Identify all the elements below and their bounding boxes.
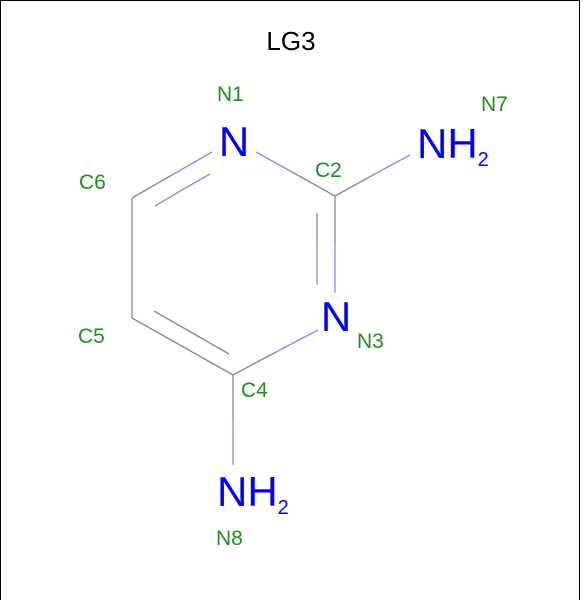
label-n3: N3 [357,330,384,353]
label-n7: N7 [481,93,508,116]
element-symbols: N N NH2 NH2 [217,118,489,519]
bond-c4-c5-inner [153,310,230,355]
bond-n1-c2-b [291,171,336,197]
atom-n3-symbol: N [321,293,351,340]
atom-n7-subscript: 2 [478,149,489,171]
atom-n7-symbol: NH2 [417,120,489,171]
bond-c6-n1-inner [154,189,183,207]
label-c6: C6 [79,171,106,194]
atom-n1-symbol: N [219,118,249,165]
label-c5: C5 [78,325,105,348]
molecule-diagram: LG3 N N NH2 NH2 N1 C2 N3 C4 C5 C6 N7 N8 [78,26,508,550]
bond-n3-c4 [275,329,319,353]
label-n1: N1 [217,83,244,106]
label-n8: N8 [216,527,243,550]
bond-c2-n7 [334,174,374,197]
bonds [131,151,411,465]
label-c2: C2 [315,159,342,182]
bond-c4-c5 [131,317,234,376]
atom-n8-symbol: NH2 [217,468,289,519]
label-c4: C4 [241,379,268,402]
bond-n3-c4-b [232,351,277,376]
molecule-title: LG3 [266,26,315,56]
bond-c6-n1 [131,174,173,199]
atom-n7-nh: NH [417,120,478,167]
bond-c2-n7-b [372,154,411,176]
atom-labels: N1 C2 N3 C4 C5 C6 N7 N8 [78,83,508,550]
bond-c6-n1-b [171,151,213,176]
atom-n8-nh: NH [217,468,278,515]
atom-n8-subscript: 2 [278,497,289,519]
bond-c6-n1-inner-b [181,173,211,191]
bond-n1-c2 [255,151,293,173]
